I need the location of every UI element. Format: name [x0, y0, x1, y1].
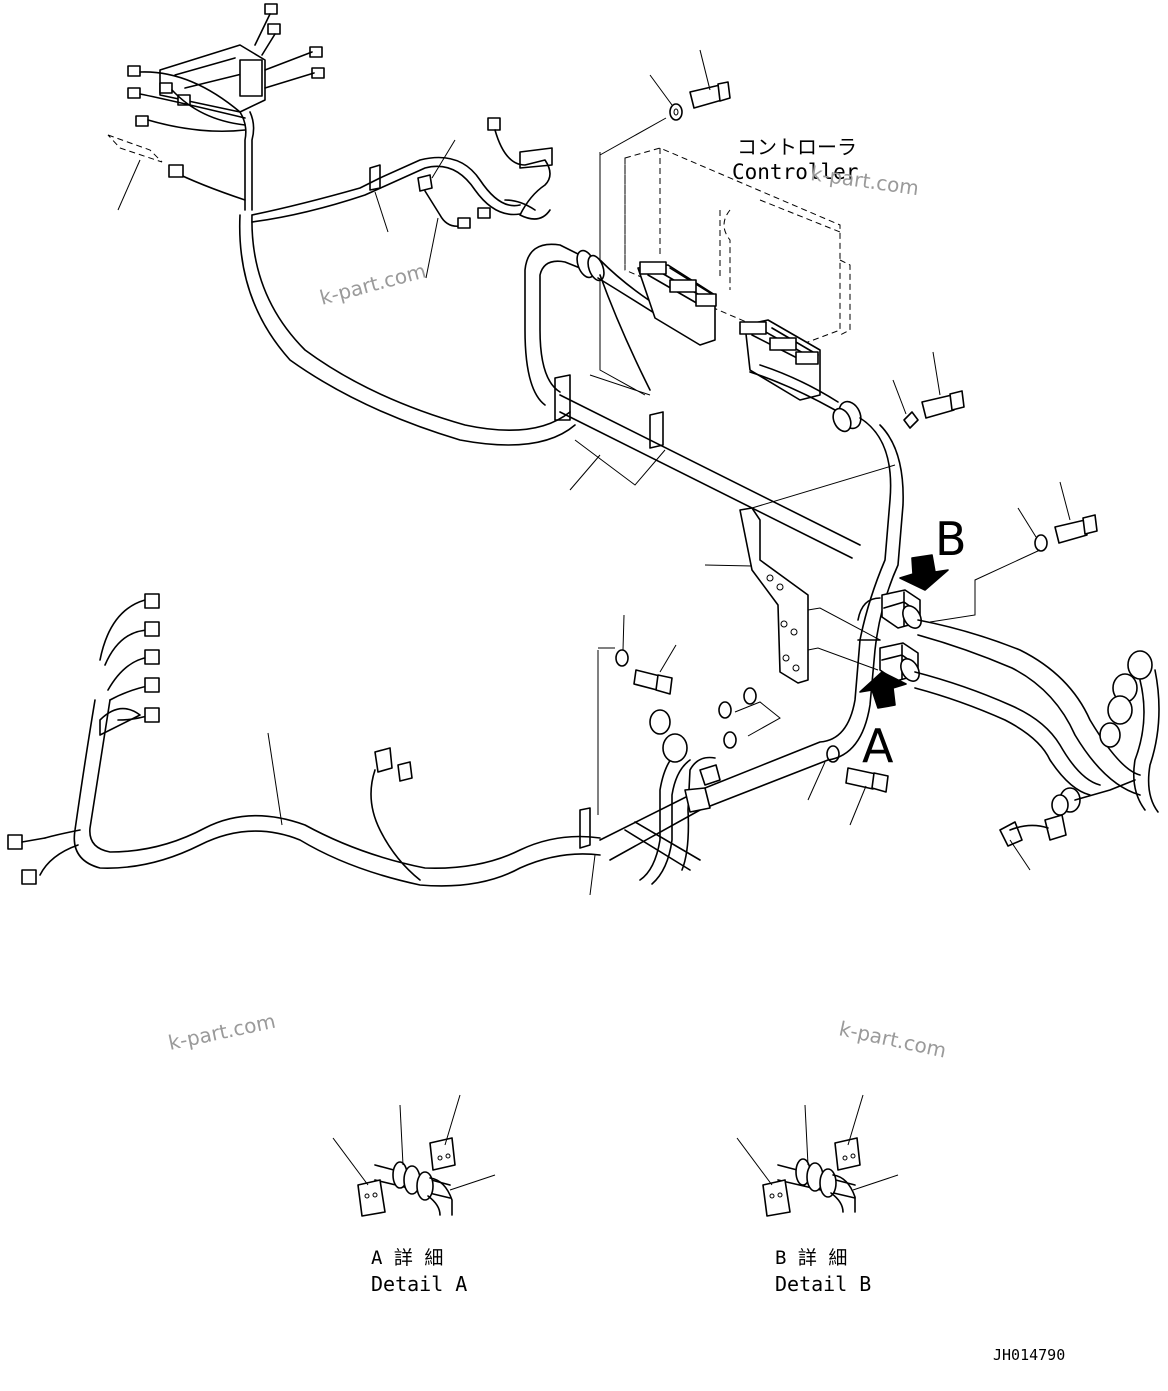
arrow-label-a: A: [862, 719, 894, 773]
controller-label-jp: コントローラ: [737, 135, 857, 159]
watermark-2: k-part.com: [809, 161, 920, 200]
top-left-connector-cluster: [107, 3, 325, 211]
watermark-1: k-part.com: [317, 258, 428, 309]
bolt-right-b: [929, 481, 1098, 623]
detail-a-label-jp: A 詳 細: [371, 1247, 443, 1269]
drawing-number: JH014790: [993, 1346, 1065, 1364]
main-harness-upper: [168, 117, 576, 446]
lower-bracket-hoses: [599, 687, 781, 885]
bolt-right-controller: [892, 351, 965, 429]
detail-b-drawing: [736, 1094, 899, 1217]
detail-b-label-jp: B 詳 細: [775, 1247, 847, 1269]
mounting-bracket: [704, 464, 896, 684]
frame-bar: [554, 117, 861, 559]
right-harness: [914, 619, 1160, 871]
bolt-center: [615, 614, 677, 695]
lower-harness: [7, 593, 615, 896]
right-pipe-clamps: [699, 417, 949, 809]
arrow-label-b: B: [935, 512, 967, 566]
bolt-top-center: [649, 49, 731, 121]
controller: [624, 147, 862, 433]
controller-label-en: Controller: [732, 160, 858, 184]
watermark-4: k-part.com: [837, 1016, 949, 1062]
detail-a-label-en: Detail A: [371, 1272, 467, 1296]
watermark-3: k-part.com: [166, 1009, 278, 1055]
bolt-lower-a: [807, 745, 889, 826]
curved-pipe-left: [524, 243, 701, 406]
detail-b-label-en: Detail B: [775, 1272, 871, 1296]
detail-a-drawing: [332, 1094, 496, 1217]
